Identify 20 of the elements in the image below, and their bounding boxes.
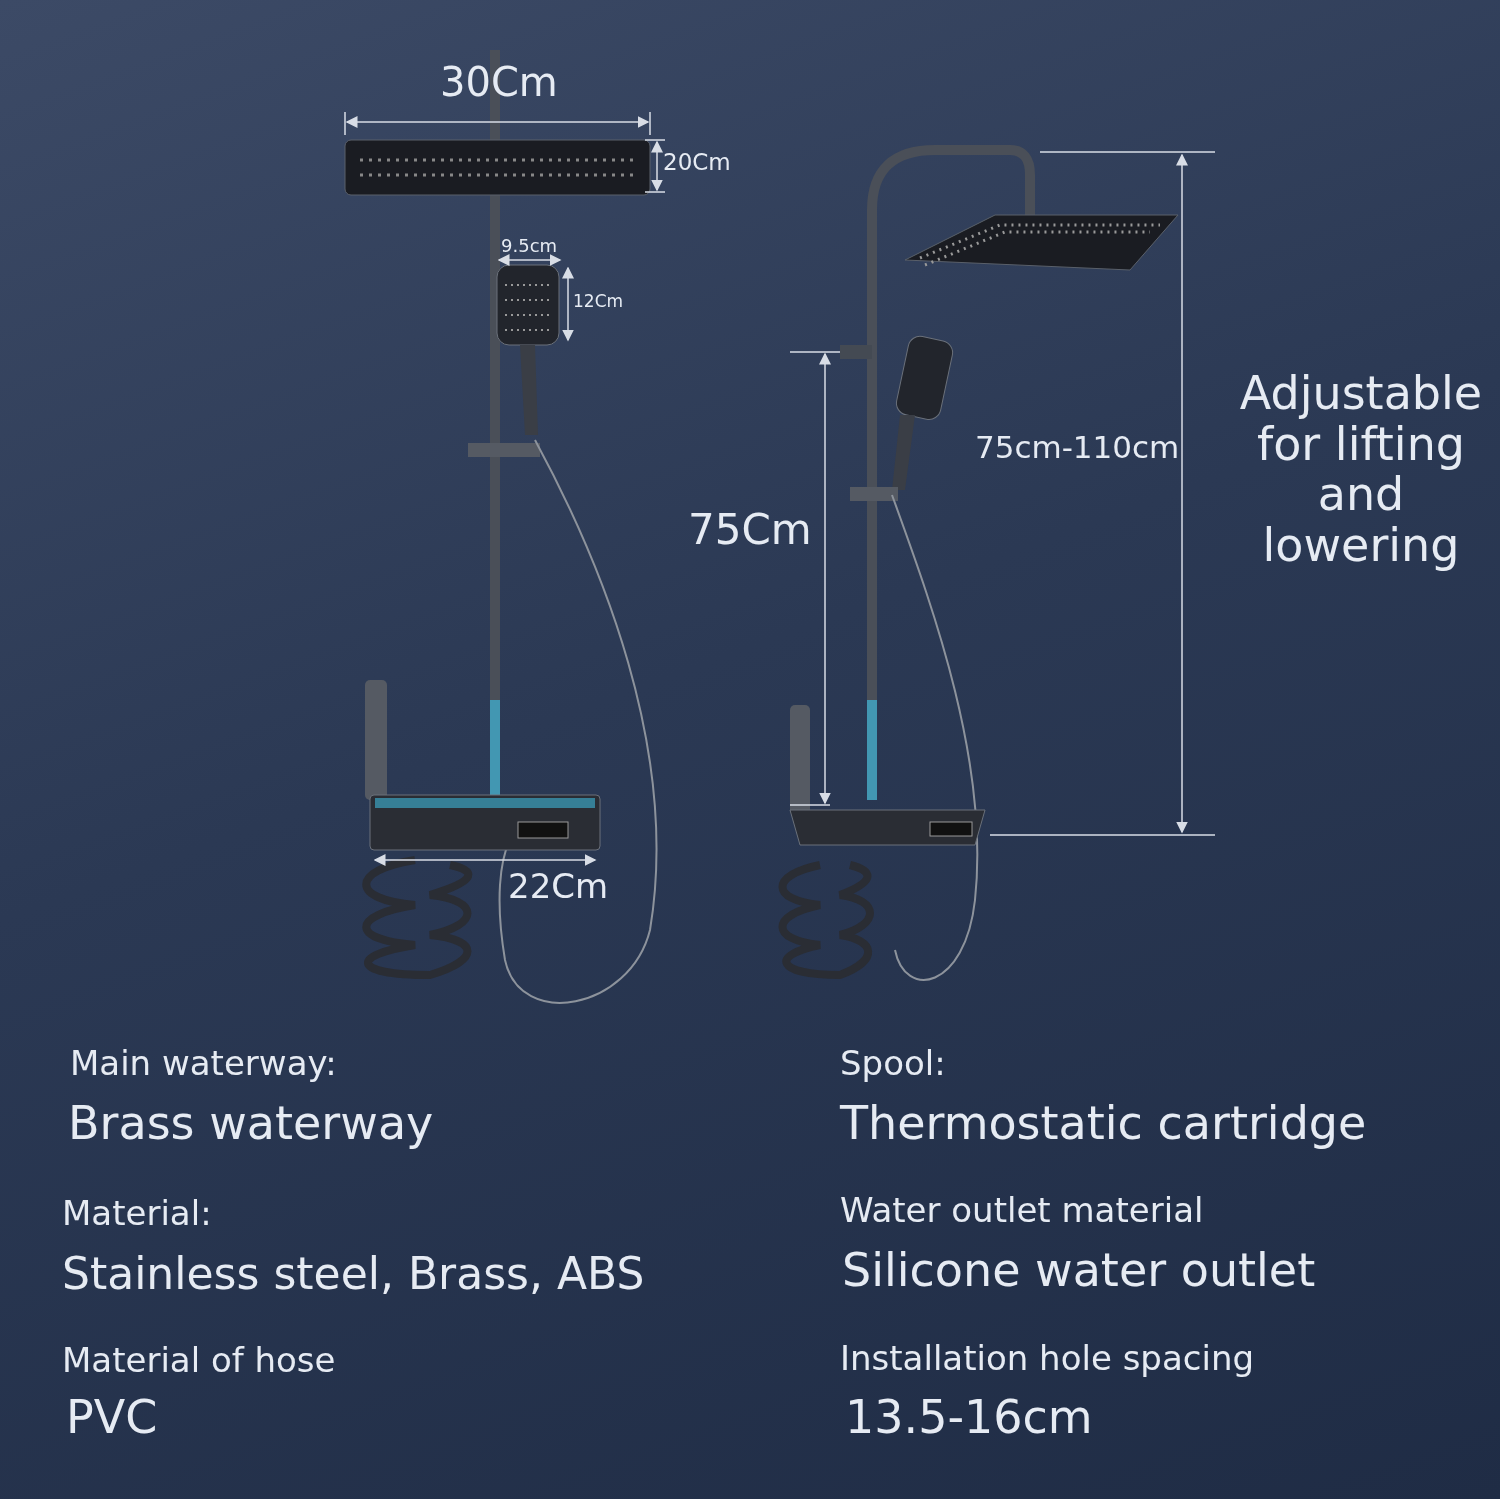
spec-heading: Material:	[62, 1195, 212, 1233]
spec-heading: Main waterway:	[70, 1045, 337, 1083]
spec-heading: Installation hole spacing	[840, 1340, 1255, 1378]
spec-value: 13.5-16cm	[845, 1392, 1093, 1443]
spec-value: PVC	[66, 1392, 158, 1443]
spec-heading: Water outlet material	[840, 1192, 1204, 1230]
dimension-label: 75cm-110cm	[975, 430, 1180, 465]
spec-heading: Material of hose	[62, 1342, 336, 1380]
spec-value: Stainless steel, Brass, ABS	[62, 1250, 645, 1299]
spec-heading: Spool:	[840, 1045, 946, 1083]
dimension-label: 75Cm	[688, 507, 812, 554]
dimension-label: 22Cm	[508, 868, 609, 906]
dimension-label: 30Cm	[440, 60, 558, 104]
dimension-label: 20Cm	[663, 150, 731, 176]
spec-value: Brass waterway	[68, 1098, 434, 1149]
spec-value: Silicone water outlet	[842, 1245, 1316, 1296]
dimension-label: 9.5cm	[501, 236, 558, 256]
spec-value: Thermostatic cartridge	[840, 1098, 1367, 1149]
feature-note: Adjustable for lifting and lowering	[1238, 368, 1484, 571]
dimension-label: 12Cm	[573, 292, 624, 311]
